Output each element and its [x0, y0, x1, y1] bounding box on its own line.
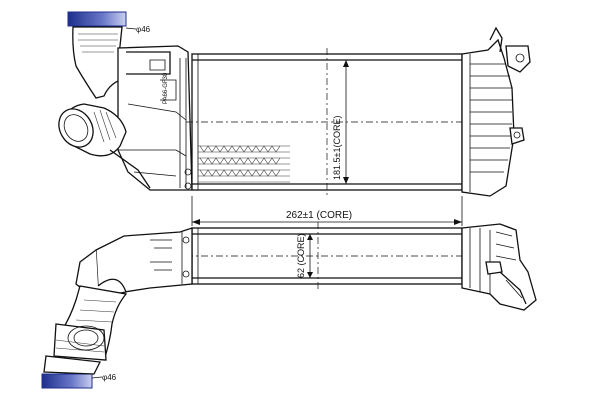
svg-text:PA66-GF30: PA66-GF30 — [163, 72, 169, 104]
bottom-core: 62 (CORE) — [186, 222, 470, 292]
core-length-dimension: 262±1 (CORE) — [191, 196, 463, 226]
top-left-end-tank: PA66-GF30 — [117, 45, 193, 191]
core-depth-label: 62 (CORE) — [296, 233, 306, 278]
bottom-inlet-cap-blue — [41, 373, 93, 389]
top-inlet-diameter: φ46 — [136, 25, 151, 34]
top-core-fins — [198, 145, 290, 183]
core-height-label: 181.5±1(CORE) — [332, 116, 342, 180]
top-core: 181.5±1(CORE) — [186, 48, 470, 196]
core-length-label: 262±1 (CORE) — [286, 210, 352, 221]
top-view: φ46 PA66-GF30 — [58, 11, 531, 197]
bottom-inlet-diameter: φ46 — [102, 373, 117, 382]
top-inlet-cap-blue — [67, 11, 127, 27]
bottom-inlet-pipe: φ46 — [41, 249, 128, 389]
bottom-right-end-tank — [461, 223, 537, 311]
top-outlet-pipe — [58, 103, 151, 189]
top-inlet-pipe: φ46 — [67, 11, 151, 99]
bottom-view: 262±1 (CORE) 62 (CORE) — [41, 196, 537, 389]
top-right-end-tank — [461, 26, 531, 197]
